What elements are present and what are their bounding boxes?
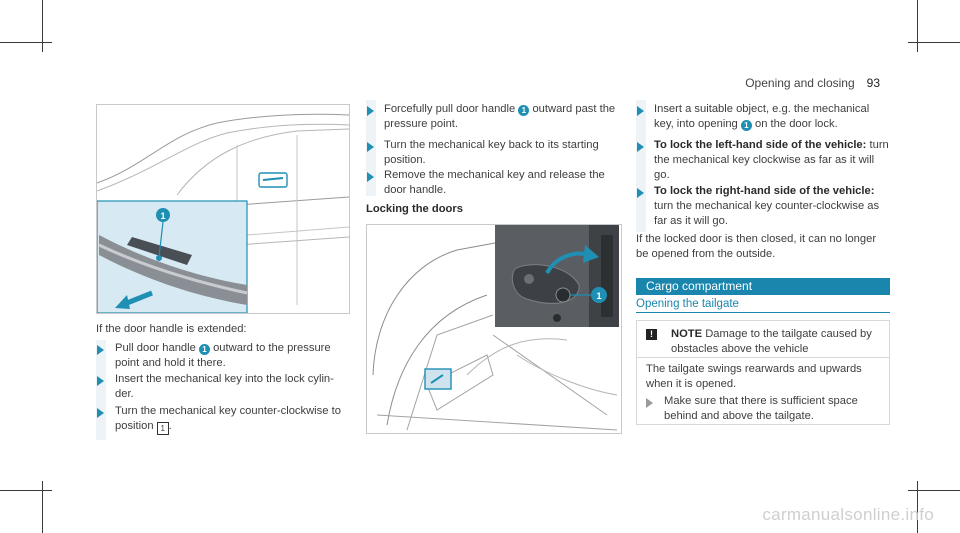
callout-1-icon: 1: [198, 344, 210, 355]
step-arrow-icon: [637, 142, 644, 152]
step-text: Turn the mechanical key back to its star…: [384, 139, 599, 166]
step-arrow-icon: [367, 106, 374, 116]
crop-mark: [42, 0, 43, 52]
step-text: Pull door handle 1 outward to the pressu…: [115, 341, 345, 371]
step-arrow-icon: [646, 398, 653, 408]
note-warning-text: Damage to the tailgate caused by obstacl…: [671, 328, 872, 355]
callout-1-icon: 1: [518, 105, 530, 116]
step-bar: [96, 340, 106, 440]
crop-mark: [917, 481, 918, 533]
illustration-callout: 1: [160, 211, 165, 221]
step-arrow-icon: [637, 188, 644, 198]
step-text: Turn the mechanical key counter-clockwis…: [115, 404, 347, 435]
step-text-part: Turn the mechanical key counter-clockwis…: [115, 405, 341, 432]
step-arrow-icon: [367, 172, 374, 182]
tailgate-subheading: Opening the tailgate: [636, 298, 890, 313]
note-header: ! NOTE Damage to the tailgate caused by …: [637, 321, 889, 358]
note-box: ! NOTE Damage to the tailgate caused by …: [636, 320, 890, 425]
locking-doors-heading: Locking the doors: [366, 203, 463, 215]
warning-icon: !: [646, 329, 657, 340]
step-bold-label: To lock the left-hand side of the vehicl…: [654, 139, 867, 151]
step-text-part: outward to the pressure point and hold i…: [115, 342, 331, 369]
step-arrow-icon: [97, 408, 104, 418]
crop-mark: [0, 490, 52, 491]
step-text-part: outward past the pressure point.: [384, 103, 616, 130]
step-text-part: turn the mechanical key clockwise as far…: [654, 139, 889, 181]
note-label: NOTE: [671, 328, 703, 340]
step-text: To lock the right-hand side of the vehic…: [654, 184, 890, 229]
header-title: Opening and closing: [745, 76, 855, 90]
note-text: NOTE Damage to the tailgate caused by ob…: [671, 327, 881, 357]
step-arrow-icon: [637, 106, 644, 116]
crop-mark: [908, 490, 960, 491]
step-text: Insert the mechanical key into the lock …: [115, 373, 334, 400]
step-text-part: turn the mechanical key counter-clockwis…: [654, 200, 880, 227]
illustration-callout: 1: [596, 291, 601, 301]
crop-mark: [42, 481, 43, 533]
crop-mark: [917, 0, 918, 52]
step-text-part: Insert a suitable object, e.g. the mecha…: [654, 103, 870, 130]
note-action: Make sure that there is sufficient space…: [664, 395, 858, 422]
door-lock-illustration: 1: [366, 224, 622, 434]
step-text-part: on the door lock.: [754, 118, 838, 130]
door-handle-illustration: 1: [96, 104, 350, 314]
step-text: To lock the left-hand side of the vehicl…: [654, 138, 890, 183]
intro-text: If the door handle is extended:: [96, 323, 247, 335]
page-number: 93: [866, 76, 880, 90]
door-lock-drawing: 1: [372, 225, 619, 431]
step-text: Remove the mechanical key and release th…: [384, 169, 605, 196]
crop-mark: [908, 42, 960, 43]
step-arrow-icon: [367, 142, 374, 152]
note-body: The tailgate swings rearwards and upward…: [646, 363, 862, 390]
page-header: Opening and closing 93: [0, 76, 880, 90]
watermark: carmanualsonline.info: [762, 505, 934, 524]
step-arrow-icon: [97, 376, 104, 386]
cargo-section-heading: Cargo compartment: [636, 278, 890, 295]
crop-mark: [0, 42, 52, 43]
step-bar: [636, 100, 646, 232]
locked-door-paragraph: If the locked door is then closed, it ca…: [636, 233, 877, 260]
step-text-part: Forcefully pull door handle: [384, 103, 516, 115]
car-side-drawing: 1: [96, 113, 350, 314]
step-text: Insert a suitable object, e.g. the mecha…: [654, 102, 890, 132]
callout-1-icon: 1: [740, 120, 752, 131]
step-bold-label: To lock the right-hand side of the vehic…: [654, 185, 875, 197]
step-arrow-icon: [97, 345, 104, 355]
step-text-part: .: [168, 420, 172, 432]
step-text-part: Pull door handle: [115, 342, 196, 354]
position-1-icon: 1: [156, 422, 169, 435]
step-text: Forcefully pull door handle 1 outward pa…: [384, 102, 620, 132]
